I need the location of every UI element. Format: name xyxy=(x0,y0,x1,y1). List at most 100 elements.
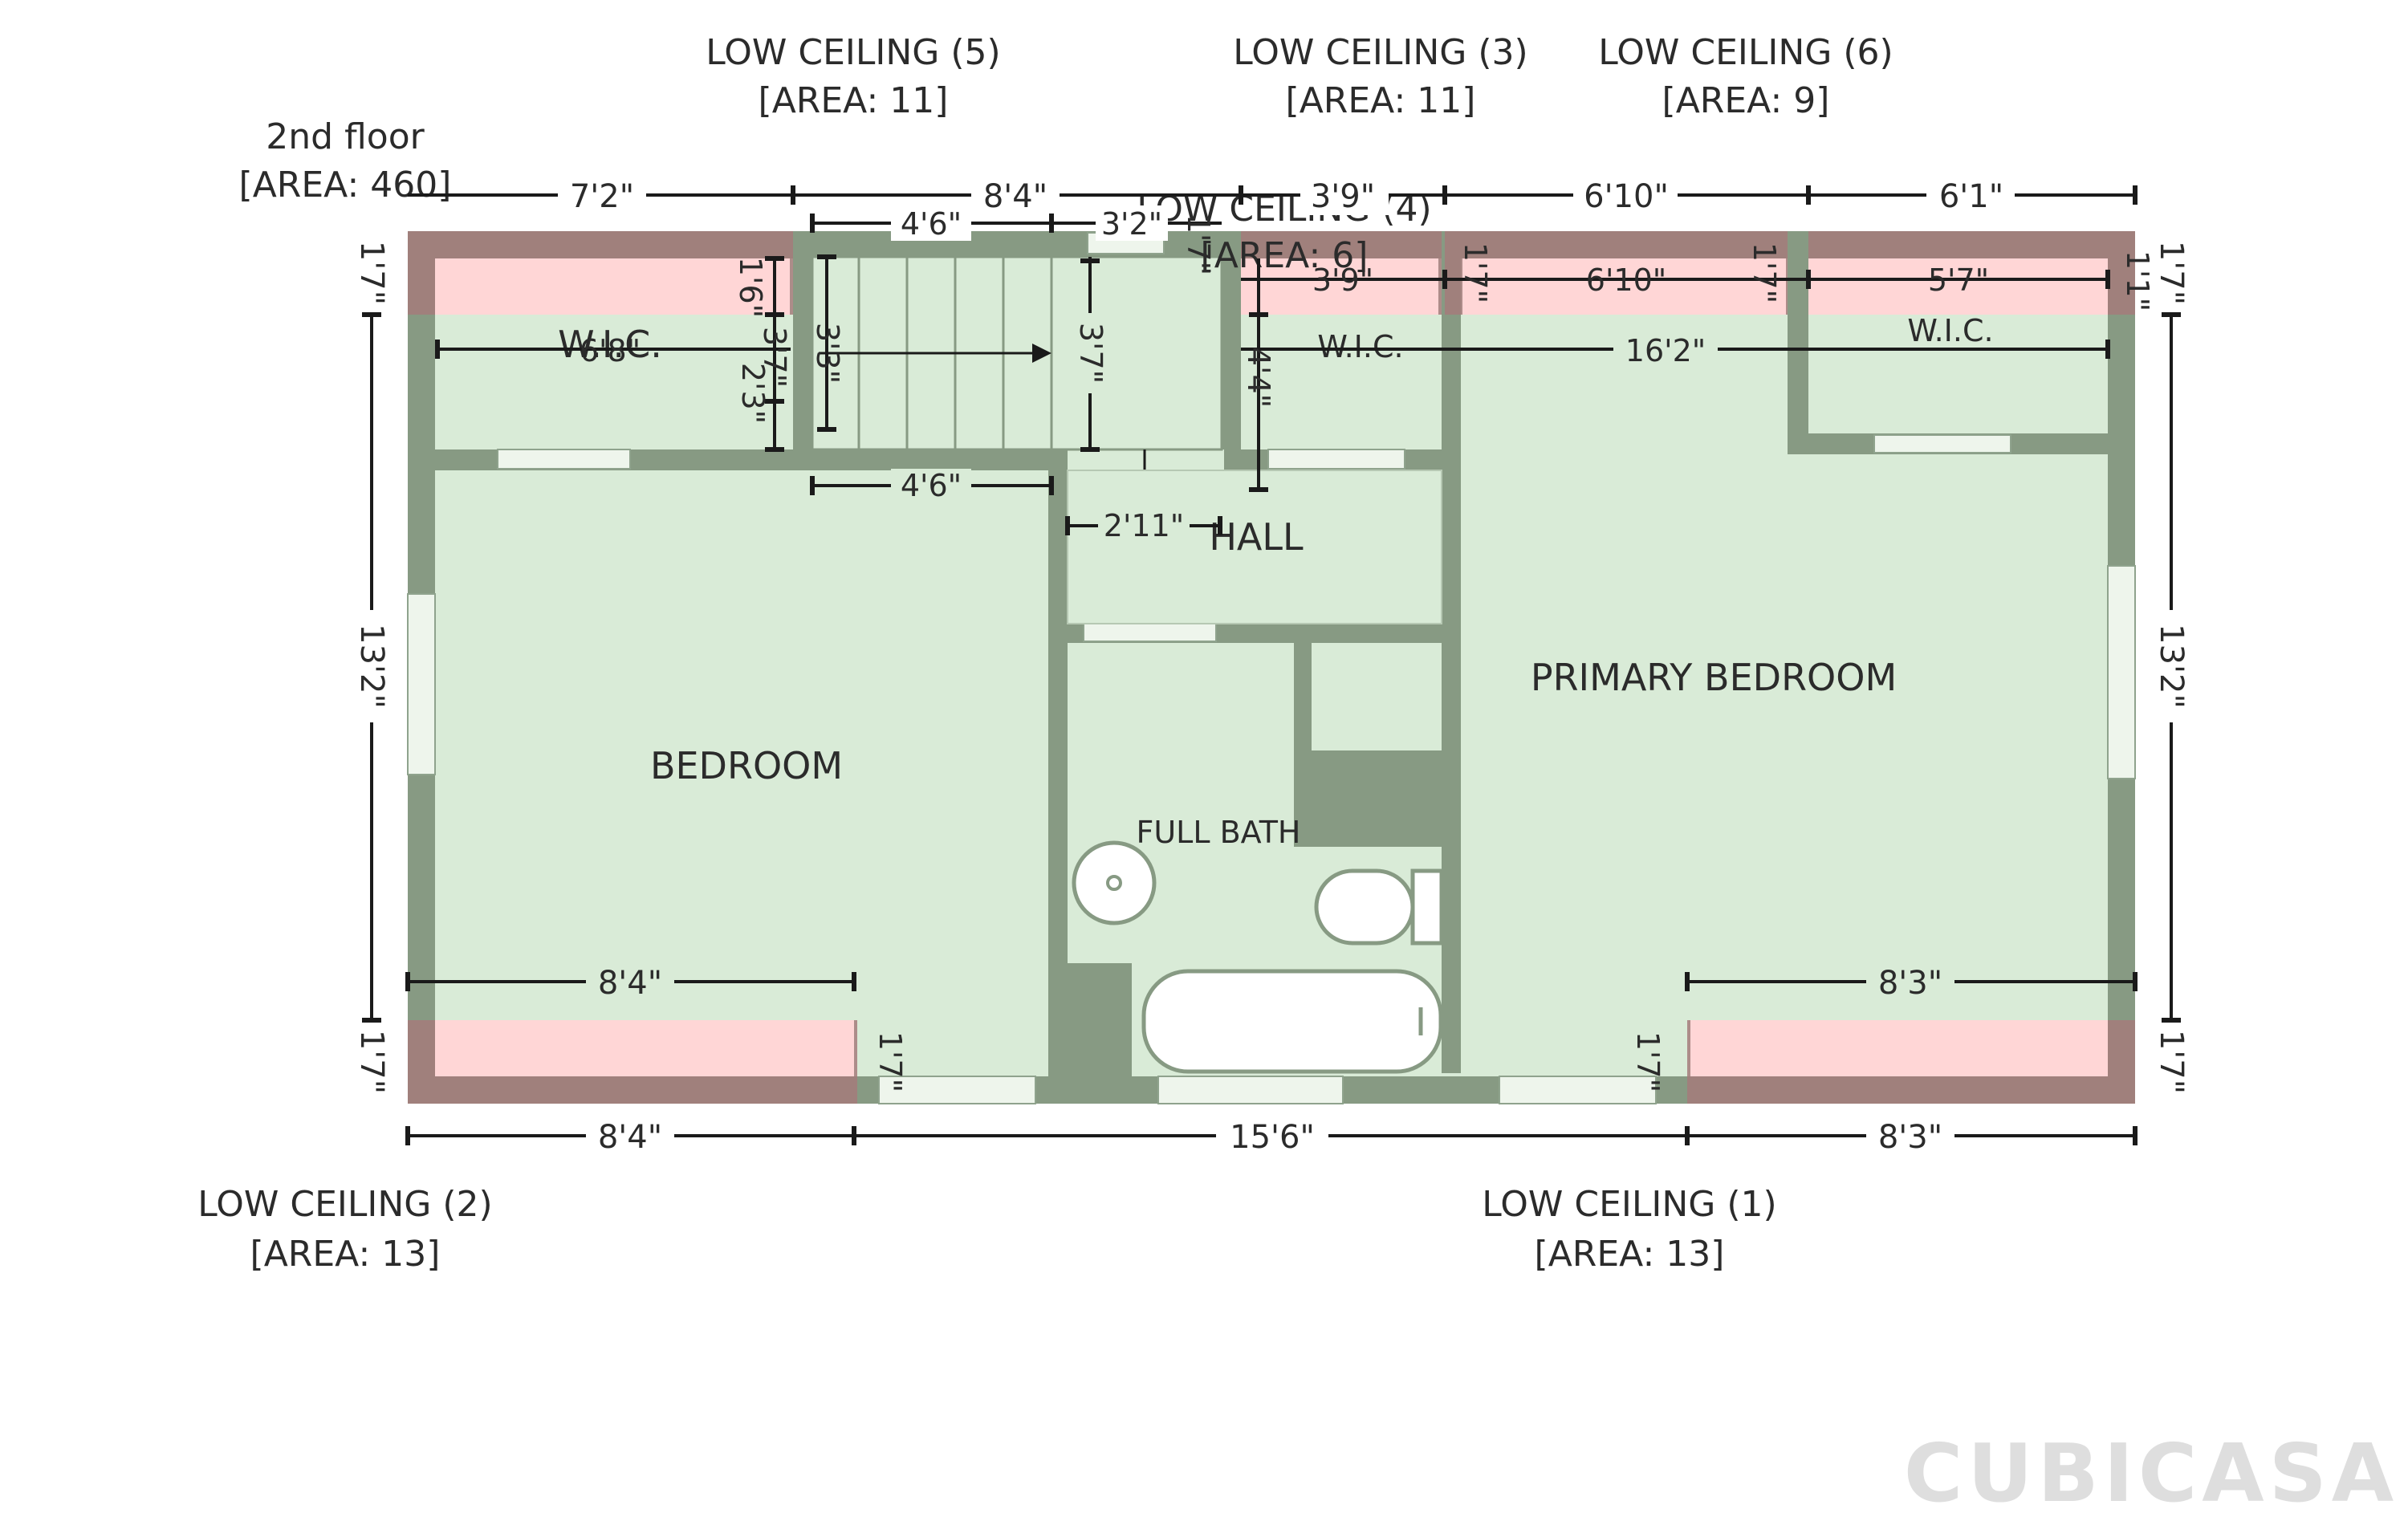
wall-bath-inner xyxy=(1294,634,1312,754)
stair-arrow-head xyxy=(1032,344,1051,363)
stair-wall-right xyxy=(1222,233,1241,449)
window-primary-right xyxy=(2107,565,2136,779)
toilet-tank xyxy=(1410,868,1444,946)
wall-bath-right xyxy=(1442,624,1461,1073)
low-ceiling-2-area: [AREA: 13] xyxy=(250,1234,441,1275)
sink xyxy=(1072,840,1157,925)
dim-side-right-3: 1'7" xyxy=(2153,1030,2190,1094)
bathtub xyxy=(1141,969,1443,1074)
low-ceiling-1-inner xyxy=(1690,1020,2108,1076)
dim-mid-vertical-1: 4'4" xyxy=(1241,347,1276,408)
dim-inner-vertical-5: 1'1" xyxy=(2120,250,2155,311)
low-ceiling-5-name: LOW CEILING (5) xyxy=(706,32,1000,73)
room-label-primary-bedroom: PRIMARY BEDROOM xyxy=(1531,656,1897,699)
dim-label-bg xyxy=(1096,205,1168,241)
dim-label-bg xyxy=(1613,331,1718,368)
bath-fixtures xyxy=(1072,840,1444,1074)
dim-side-right-2: 13'2" xyxy=(2153,624,2190,709)
floor-name: 2nd floor xyxy=(266,116,425,157)
dim-label-bg xyxy=(586,1116,674,1156)
low-ceiling-6-name: LOW CEILING (6) xyxy=(1598,32,1893,73)
dim-stair-vertical-2: 3'7" xyxy=(1073,323,1108,384)
dim-bedroom-width: 8'4" xyxy=(598,965,662,1002)
dim-mid-vertical-2: 1'7" xyxy=(1181,214,1216,275)
dim-label-bg xyxy=(586,963,674,1000)
door-wic-mid xyxy=(1267,449,1405,470)
hall-landing xyxy=(1067,470,1442,624)
room-label-wic-mid: W.I.C. xyxy=(1317,329,1403,364)
dimension-lines: 7'2" 8'4" 3'9" 6'10" 6'1" 4'6" 3'2" 3'9"… xyxy=(353,175,2190,1156)
room-label-wic-right: W.I.C. xyxy=(1907,313,1993,348)
dim-label-bg xyxy=(1300,175,1389,215)
low-ceiling-2-inner xyxy=(435,1020,854,1076)
dim-upper-band-2: 6'10" xyxy=(1586,262,1666,298)
dim-stair-lower: 4'6" xyxy=(901,468,962,503)
dim-side-left-3: 1'7" xyxy=(353,1030,390,1094)
sink-drain xyxy=(1106,875,1122,891)
dim-upper-band-3: 5'7" xyxy=(1928,262,1989,298)
room-label-bedroom: BEDROOM xyxy=(650,744,843,787)
low-ceiling-1-area: [AREA: 13] xyxy=(1535,1234,1725,1275)
dim-top-inner-1: 4'6" xyxy=(901,206,962,242)
staircase xyxy=(811,255,1442,624)
low-ceiling-6-inner xyxy=(1808,258,2108,315)
dim-bottom-1: 8'4" xyxy=(598,1119,662,1156)
low-ceiling-1-name: LOW CEILING (1) xyxy=(1482,1184,1776,1225)
area-labels: 2nd floor [AREA: 460] LOW CEILING (5) [A… xyxy=(197,32,1893,1275)
dim-top-2: 8'4" xyxy=(983,178,1047,215)
dim-label-bg xyxy=(558,175,646,215)
stair-wall-top xyxy=(793,233,1235,257)
dim-left-vertical-1: 1'6" xyxy=(733,257,768,318)
door-wic-left xyxy=(497,449,631,470)
wall-primary-wic-left xyxy=(1788,233,1808,453)
dim-hall-width: 2'11" xyxy=(1104,508,1184,543)
room-label-hall: HALL xyxy=(1209,515,1304,559)
dim-inner-vertical-4: 1'7" xyxy=(1630,1031,1666,1092)
dim-label-bg xyxy=(1866,1116,1954,1156)
dim-label-bg xyxy=(1866,963,1954,1000)
dim-top-inner-2: 3'2" xyxy=(1101,206,1162,242)
dim-top-5: 6'1" xyxy=(1939,178,2003,215)
dim-left-vertical-3: 2'3" xyxy=(735,363,771,424)
window-bottom-2 xyxy=(1157,1076,1344,1104)
dim-label-bg xyxy=(1098,509,1190,544)
dim-label-bg xyxy=(891,469,971,504)
low-ceiling-4-area: [AREA: 6] xyxy=(1201,235,1369,276)
low-ceiling-5-inner xyxy=(435,258,790,315)
brand-logo: CUBICASA xyxy=(1904,1426,2398,1513)
dim-upper-band-1: 3'9" xyxy=(1312,262,1373,298)
window-bedroom-left xyxy=(407,593,436,775)
bath-closet-block xyxy=(1294,750,1461,847)
dim-left-vertical-2: 3'7" xyxy=(757,327,792,388)
dim-label-bg xyxy=(1072,313,1108,393)
low-ceiling-5-area: [AREA: 11] xyxy=(759,80,949,121)
dim-inner-vertical-1: 1'7" xyxy=(1458,242,1493,303)
dim-label-bg xyxy=(353,610,390,722)
stair-wall-left xyxy=(793,233,812,449)
dim-label-bg xyxy=(2153,610,2190,722)
dim-label-bg xyxy=(1216,1116,1328,1156)
door-bath xyxy=(1083,623,1217,642)
floor-area xyxy=(409,233,2135,1104)
dim-wic-right-width: 16'2" xyxy=(1625,333,1706,368)
door-primary-wic xyxy=(1873,434,2011,453)
dim-top-4: 6'10" xyxy=(1584,178,1669,215)
dim-top-1: 7'2" xyxy=(570,178,634,215)
dim-bottom-3: 8'3" xyxy=(1878,1119,1942,1156)
low-ceiling-6-area: [AREA: 9] xyxy=(1662,80,1830,121)
room-label-full-bath: FULL BATH xyxy=(1137,815,1301,850)
dim-label-bg xyxy=(891,205,971,241)
dim-bottom-2: 15'6" xyxy=(1230,1119,1315,1156)
dim-label-bg xyxy=(971,175,1060,215)
dim-side-right-1: 1'7" xyxy=(2153,241,2190,305)
dim-stair-vertical-1: 3'3" xyxy=(810,323,845,384)
low-ceiling-3-inner xyxy=(1462,258,1786,315)
wall-bath-lower xyxy=(1051,963,1132,1104)
floor-area: [AREA: 460] xyxy=(239,165,452,205)
dim-wic-width: 6'8" xyxy=(580,333,641,368)
dim-inner-vertical-3: 1'7" xyxy=(872,1031,908,1092)
toilet-bowl xyxy=(1314,868,1415,946)
dim-top-3: 3'9" xyxy=(1311,178,1375,215)
low-ceiling-3-name: LOW CEILING (3) xyxy=(1233,32,1527,73)
